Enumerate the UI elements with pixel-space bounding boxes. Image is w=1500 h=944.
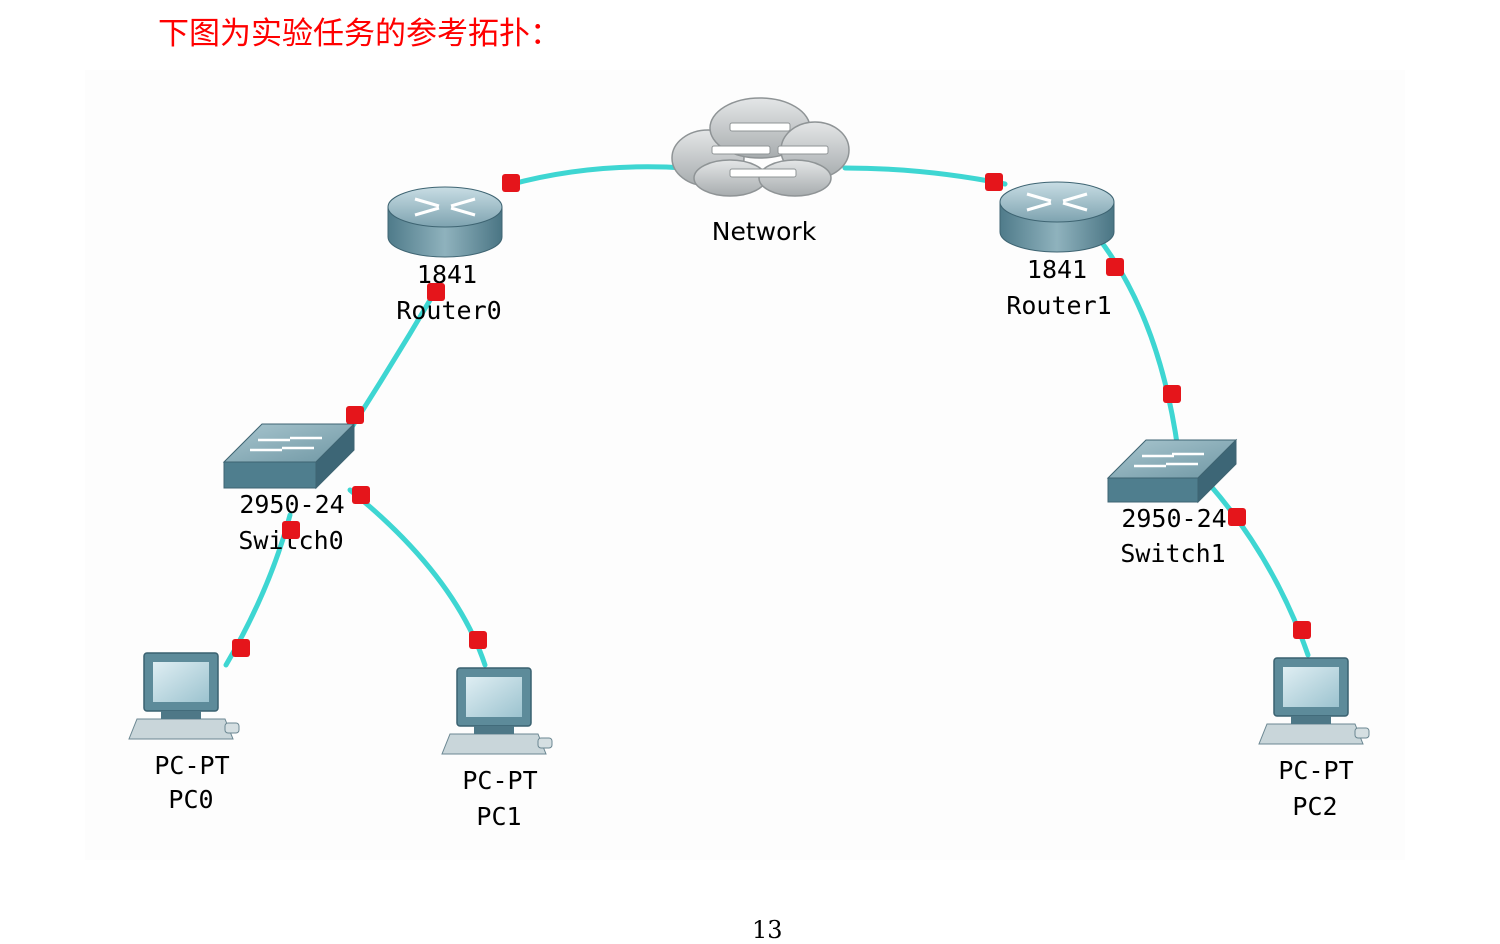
router0-model: 1841 bbox=[417, 260, 477, 289]
page-heading: 下图为实验任务的参考拓扑： bbox=[158, 16, 561, 52]
port-dot bbox=[427, 283, 445, 301]
cloud-icon[interactable] bbox=[671, 97, 850, 197]
page-number: 13 bbox=[752, 916, 783, 944]
pc0-model: PC-PT bbox=[154, 751, 229, 780]
router-icon[interactable] bbox=[387, 186, 503, 258]
port-dot bbox=[985, 173, 1003, 191]
pc1-model: PC-PT bbox=[462, 766, 537, 795]
port-dot bbox=[1293, 621, 1311, 639]
switch-icon[interactable] bbox=[222, 422, 356, 490]
port-dot bbox=[1228, 508, 1246, 526]
switch1-name: Switch1 bbox=[1120, 539, 1225, 568]
router-icon[interactable] bbox=[999, 181, 1115, 253]
pc2-model: PC-PT bbox=[1278, 756, 1353, 785]
router0-name: Router0 bbox=[396, 296, 501, 325]
pc0-name: PC0 bbox=[168, 785, 213, 814]
port-dot bbox=[282, 521, 300, 539]
network-label: Network bbox=[712, 217, 817, 246]
port-dot bbox=[232, 639, 250, 657]
port-dot bbox=[469, 631, 487, 649]
pc2-name: PC2 bbox=[1292, 792, 1337, 821]
pc-icon[interactable] bbox=[441, 667, 553, 755]
port-dot bbox=[346, 406, 364, 424]
pc-icon[interactable] bbox=[1258, 657, 1370, 745]
port-dot bbox=[1163, 385, 1181, 403]
router1-model: 1841 bbox=[1027, 255, 1087, 284]
pc1-name: PC1 bbox=[476, 802, 521, 831]
switch-icon[interactable] bbox=[1106, 438, 1238, 504]
port-dot bbox=[502, 174, 520, 192]
port-dot bbox=[352, 486, 370, 504]
link-router0-network bbox=[502, 164, 688, 189]
pc-icon[interactable] bbox=[128, 652, 240, 740]
switch1-model: 2950-24 bbox=[1121, 504, 1226, 533]
switch0-model: 2950-24 bbox=[239, 490, 344, 519]
port-dot bbox=[1106, 258, 1124, 276]
router1-name: Router1 bbox=[1006, 291, 1111, 320]
port-indicators bbox=[232, 173, 1311, 657]
